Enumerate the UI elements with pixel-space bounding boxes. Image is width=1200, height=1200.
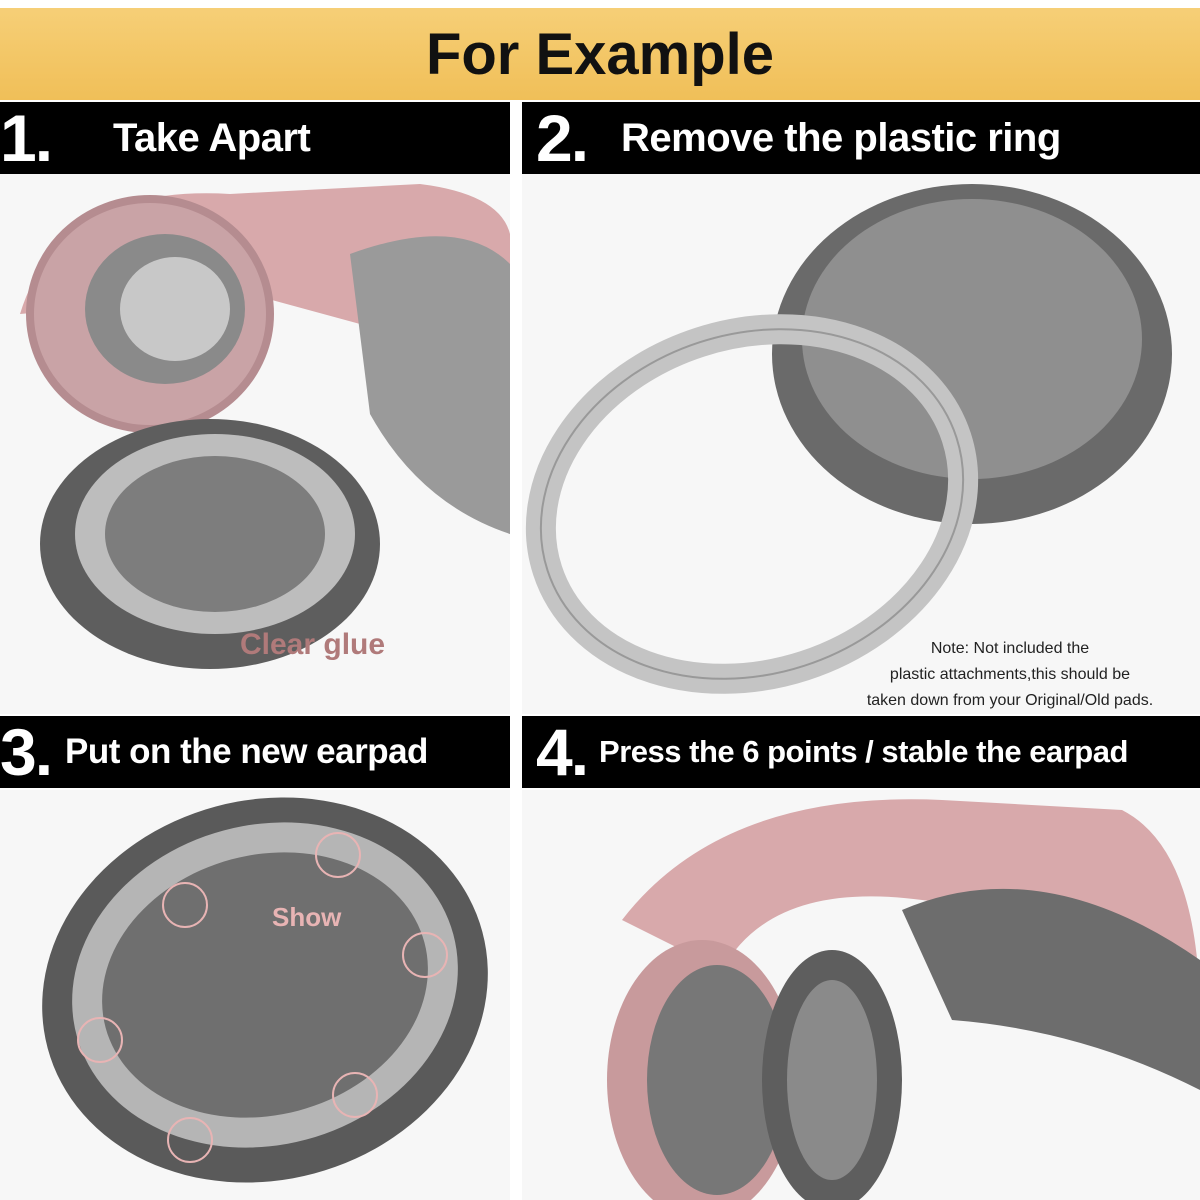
note-line: plastic attachments,this should be bbox=[889, 666, 1131, 683]
step-3-photo bbox=[0, 790, 510, 1200]
step-label: Remove the plastic ring bbox=[621, 115, 1061, 160]
step-number: 1. bbox=[0, 101, 53, 175]
step-1-photo bbox=[0, 174, 510, 714]
step-4-photo bbox=[522, 790, 1200, 1200]
step-2-header: 2. Remove the plastic ring bbox=[522, 101, 1200, 175]
note-line: taken down from your Original/Old pads. bbox=[866, 692, 1154, 709]
note-line: Note: Not included the bbox=[930, 640, 1090, 657]
step-label: Press the 6 points / stable the earpad bbox=[599, 734, 1128, 769]
step-label: Put on the new earpad bbox=[65, 732, 428, 771]
step-number: 2. bbox=[536, 101, 589, 175]
banner: For Example bbox=[0, 8, 1200, 100]
note-text: Note: Not included the plastic attachmen… bbox=[820, 636, 1200, 714]
step-4-header: 4. Press the 6 points / stable the earpad bbox=[522, 715, 1200, 789]
clear-glue-label: Clear glue bbox=[240, 628, 386, 661]
step-number: 3. bbox=[0, 715, 53, 789]
step-number: 4. bbox=[536, 715, 589, 789]
show-label: Show bbox=[272, 902, 342, 932]
step-1-header: 1. Take Apart bbox=[0, 101, 510, 175]
step-3-header: 3. Put on the new earpad bbox=[0, 715, 510, 789]
step-label: Take Apart bbox=[113, 115, 311, 160]
banner-title: For Example bbox=[425, 21, 775, 87]
step-2-photo bbox=[522, 174, 1200, 714]
